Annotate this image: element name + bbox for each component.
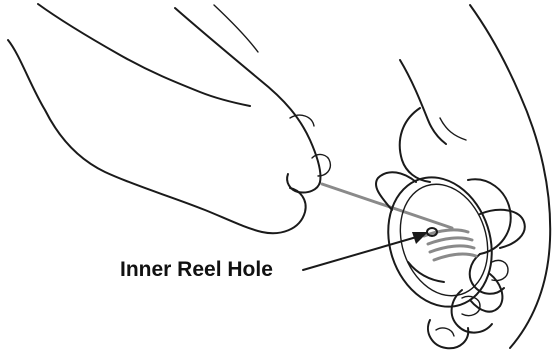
left-hand-drawing (8, 4, 330, 233)
callout-label-inner-reel-hole: Inner Reel Hole (120, 258, 273, 282)
thread-line (322, 184, 452, 228)
